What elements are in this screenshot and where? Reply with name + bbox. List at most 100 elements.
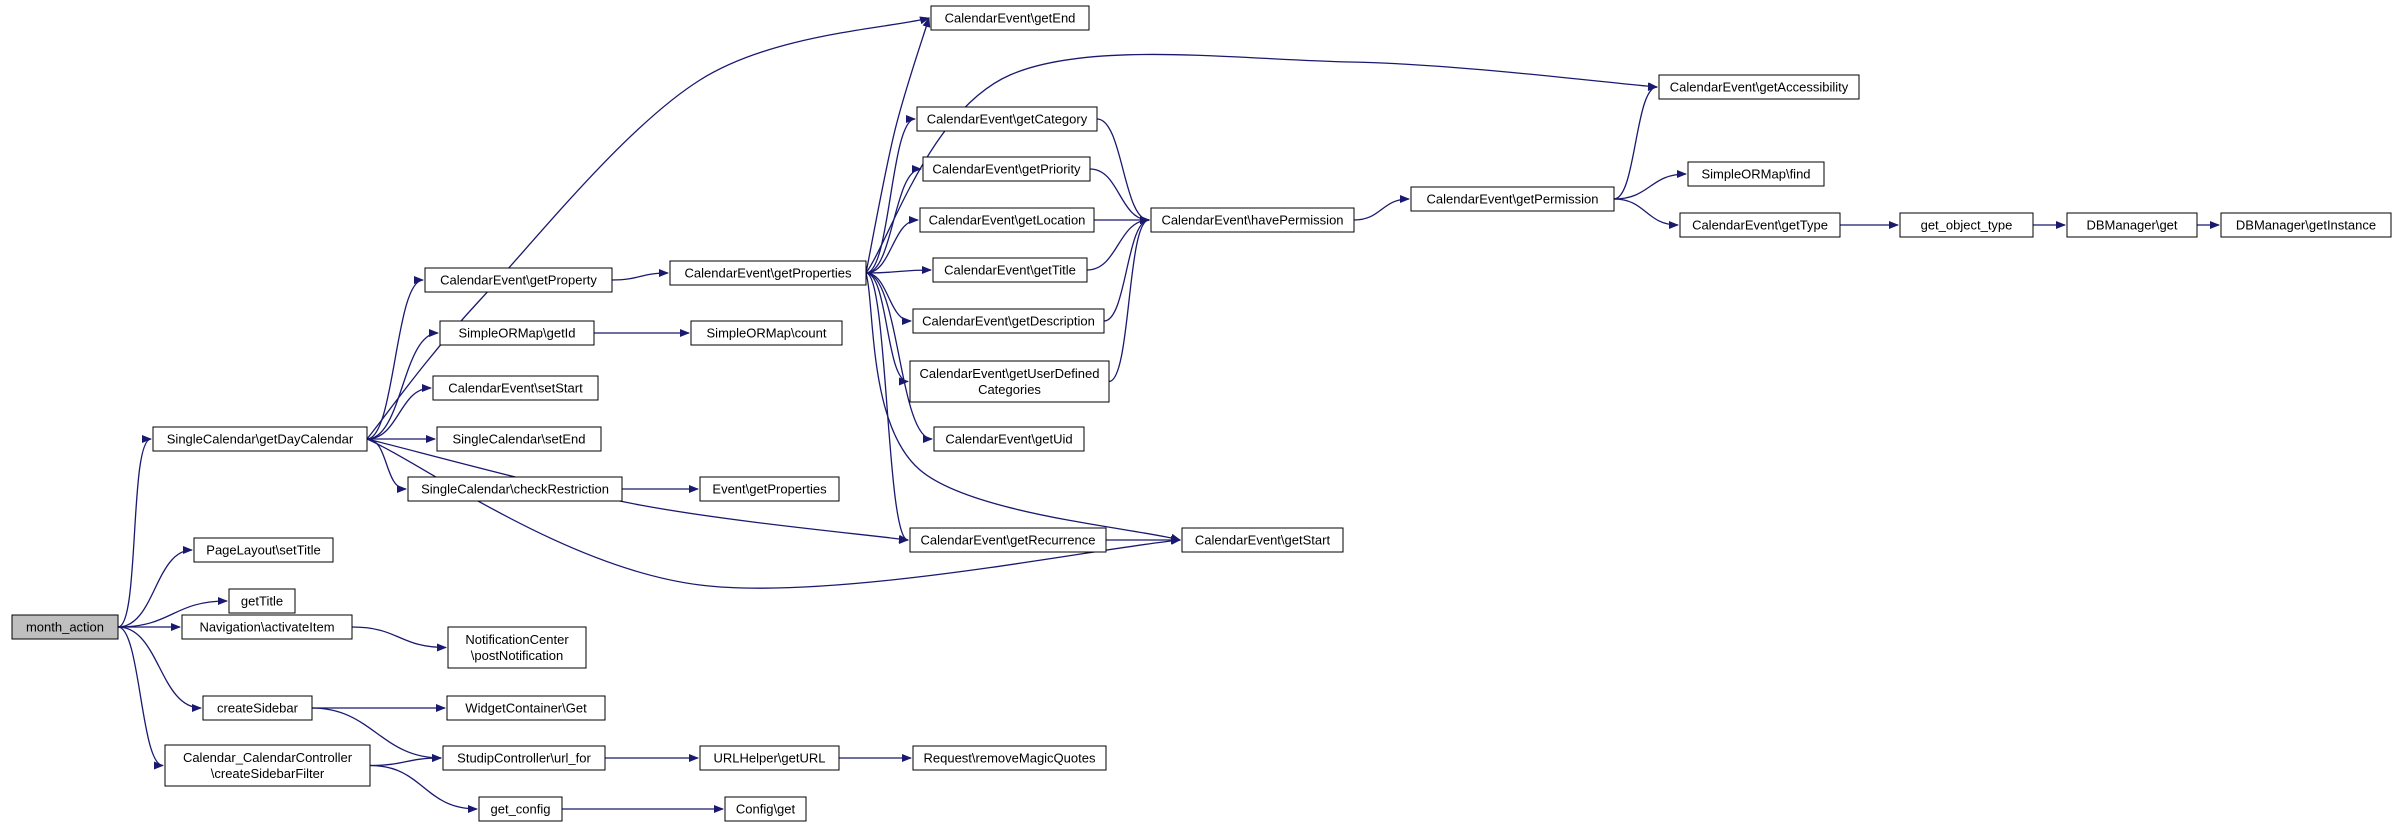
- graph-node-box-activateItem[interactable]: [181, 614, 353, 640]
- graph-node-label-setEnd: SingleCalendar\setEnd: [453, 432, 586, 447]
- graph-node-box-month_action[interactable]: [11, 614, 119, 640]
- graph-node-getDescription[interactable]: CalendarEvent\getDescription: [912, 308, 1105, 334]
- graph-node-box-getType[interactable]: [1679, 212, 1841, 238]
- call-edge-getDayCalendar-to-getStart: [366, 438, 1181, 589]
- graph-node-box-getStart[interactable]: [1181, 527, 1344, 553]
- graph-node-box-url_for[interactable]: [442, 745, 606, 771]
- graph-node-getPriority[interactable]: CalendarEvent\getPriority: [922, 156, 1091, 182]
- call-edge-getCategory-to-havePermission: [1096, 118, 1150, 224]
- call-edge-month_action-to-createSidebarFilter: [117, 626, 164, 770]
- graph-node-activateItem[interactable]: Navigation\activateItem: [181, 614, 353, 640]
- graph-node-getUid[interactable]: CalendarEvent\getUid: [933, 426, 1085, 452]
- graph-node-createSidebarFilter[interactable]: Calendar_CalendarController\createSideba…: [164, 744, 371, 787]
- graph-node-getRecurrence[interactable]: CalendarEvent\getRecurrence: [909, 527, 1107, 553]
- graph-node-box-createSidebarFilter[interactable]: [164, 744, 371, 787]
- graph-node-label-getPriority: CalendarEvent\getPriority: [932, 162, 1081, 177]
- graph-node-getProperties[interactable]: CalendarEvent\getProperties: [669, 260, 867, 286]
- graph-node-widgetGet[interactable]: WidgetContainer\Get: [446, 695, 606, 721]
- graph-node-postNotification[interactable]: NotificationCenter\postNotification: [447, 626, 587, 669]
- graph-node-box-count[interactable]: [690, 320, 843, 346]
- graph-node-dbget[interactable]: DBManager\get: [2066, 212, 2198, 238]
- graph-node-box-getDescription[interactable]: [912, 308, 1105, 334]
- graph-node-box-get_config[interactable]: [478, 796, 563, 822]
- graph-node-getLocation[interactable]: CalendarEvent\getLocation: [919, 207, 1095, 233]
- graph-node-getTitleEvent[interactable]: CalendarEvent\getTitle: [932, 257, 1088, 283]
- graph-node-box-getEnd[interactable]: [930, 5, 1090, 31]
- graph-node-box-getPermission[interactable]: [1410, 186, 1615, 212]
- graph-node-dbgetinstance[interactable]: DBManager\getInstance: [2220, 212, 2392, 238]
- graph-node-getPermission[interactable]: CalendarEvent\getPermission: [1410, 186, 1615, 212]
- graph-node-box-getProperties[interactable]: [669, 260, 867, 286]
- graph-node-havePermission[interactable]: CalendarEvent\havePermission: [1150, 207, 1355, 233]
- graph-node-url_for[interactable]: StudipController\url_for: [442, 745, 606, 771]
- graph-node-box-getTitleEvent[interactable]: [932, 257, 1088, 283]
- graph-node-label-count: SimpleORMap\count: [707, 326, 827, 341]
- call-edge-getPermission-to-find: [1613, 170, 1687, 200]
- graph-node-label-config_get: Config\get: [736, 802, 796, 817]
- graph-node-getTitle[interactable]: getTitle: [228, 588, 296, 614]
- graph-node-getProperty[interactable]: CalendarEvent\getProperty: [424, 267, 613, 293]
- call-edge-getProperties-to-getTitleEvent: [865, 266, 932, 275]
- graph-node-box-dbget[interactable]: [2066, 212, 2198, 238]
- call-edge-getPriority-to-havePermission: [1089, 168, 1150, 224]
- call-edge-getProperties-to-getStart: [865, 272, 1181, 542]
- graph-node-box-getRecurrence[interactable]: [909, 527, 1107, 553]
- graph-node-removeMagicQuotes[interactable]: Request\removeMagicQuotes: [912, 745, 1107, 771]
- graph-node-getURL[interactable]: URLHelper\getURL: [699, 745, 840, 771]
- graph-node-label-url_for: StudipController\url_for: [457, 751, 591, 766]
- graph-node-box-removeMagicQuotes[interactable]: [912, 745, 1107, 771]
- graph-node-checkRestriction[interactable]: SingleCalendar\checkRestriction: [407, 476, 623, 502]
- graph-node-count[interactable]: SimpleORMap\count: [690, 320, 843, 346]
- graph-node-createSidebar[interactable]: createSidebar: [202, 695, 313, 721]
- graph-node-eventGetProperties[interactable]: Event\getProperties: [699, 476, 840, 502]
- graph-node-box-checkRestriction[interactable]: [407, 476, 623, 502]
- graph-node-box-getPriority[interactable]: [922, 156, 1091, 182]
- graph-node-box-havePermission[interactable]: [1150, 207, 1355, 233]
- graph-node-box-setTitle[interactable]: [193, 537, 334, 563]
- graph-node-getAccessibility[interactable]: CalendarEvent\getAccessibility: [1658, 74, 1860, 100]
- graph-node-config_get[interactable]: Config\get: [724, 796, 807, 822]
- graph-node-box-getUid[interactable]: [933, 426, 1085, 452]
- graph-node-box-widgetGet[interactable]: [446, 695, 606, 721]
- graph-node-box-createSidebar[interactable]: [202, 695, 313, 721]
- graph-node-box-config_get[interactable]: [724, 796, 807, 822]
- graph-node-box-getDayCalendar[interactable]: [152, 426, 368, 452]
- graph-node-box-dbgetinstance[interactable]: [2220, 212, 2392, 238]
- graph-node-box-find[interactable]: [1687, 161, 1825, 187]
- graph-node-box-setEnd[interactable]: [436, 426, 602, 452]
- graph-node-get_object_type[interactable]: get_object_type: [1899, 212, 2034, 238]
- graph-node-getDayCalendar[interactable]: SingleCalendar\getDayCalendar: [152, 426, 368, 452]
- graph-node-label-dbgetinstance: DBManager\getInstance: [2236, 218, 2376, 233]
- graph-node-setTitle[interactable]: PageLayout\setTitle: [193, 537, 334, 563]
- graph-node-setStart[interactable]: CalendarEvent\setStart: [432, 375, 599, 401]
- graph-node-get_config[interactable]: get_config: [478, 796, 563, 822]
- graph-node-box-getUserDef[interactable]: [909, 360, 1110, 403]
- graph-node-getCategory[interactable]: CalendarEvent\getCategory: [916, 106, 1098, 132]
- call-edge-createSidebarFilter-to-url_for: [369, 754, 442, 767]
- graph-node-setEnd[interactable]: SingleCalendar\setEnd: [436, 426, 602, 452]
- graph-node-box-getAccessibility[interactable]: [1658, 74, 1860, 100]
- call-edge-getProperty-to-getProperties: [611, 269, 669, 281]
- graph-node-getEnd[interactable]: CalendarEvent\getEnd: [930, 5, 1090, 31]
- graph-node-box-get_object_type[interactable]: [1899, 212, 2034, 238]
- graph-node-box-setStart[interactable]: [432, 375, 599, 401]
- graph-node-box-eventGetProperties[interactable]: [699, 476, 840, 502]
- graph-node-label-getDayCalendar: SingleCalendar\getDayCalendar: [167, 432, 354, 447]
- graph-node-find[interactable]: SimpleORMap\find: [1687, 161, 1825, 187]
- graph-node-box-getTitle[interactable]: [228, 588, 296, 614]
- graph-node-box-getURL[interactable]: [699, 745, 840, 771]
- graph-node-box-getId[interactable]: [439, 320, 595, 346]
- graph-node-box-postNotification[interactable]: [447, 626, 587, 669]
- graph-node-getId[interactable]: SimpleORMap\getId: [439, 320, 595, 346]
- graph-node-month_action[interactable]: month_action: [11, 614, 119, 640]
- graph-node-getType[interactable]: CalendarEvent\getType: [1679, 212, 1841, 238]
- graph-node-getStart[interactable]: CalendarEvent\getStart: [1181, 527, 1344, 553]
- call-edge-getDayCalendar-to-getProperty: [366, 276, 424, 440]
- graph-node-box-getCategory[interactable]: [916, 106, 1098, 132]
- graph-node-box-getLocation[interactable]: [919, 207, 1095, 233]
- graph-node-label-getType: CalendarEvent\getType: [1692, 218, 1828, 233]
- graph-node-label-widgetGet: WidgetContainer\Get: [465, 701, 587, 716]
- graph-node-box-getProperty[interactable]: [424, 267, 613, 293]
